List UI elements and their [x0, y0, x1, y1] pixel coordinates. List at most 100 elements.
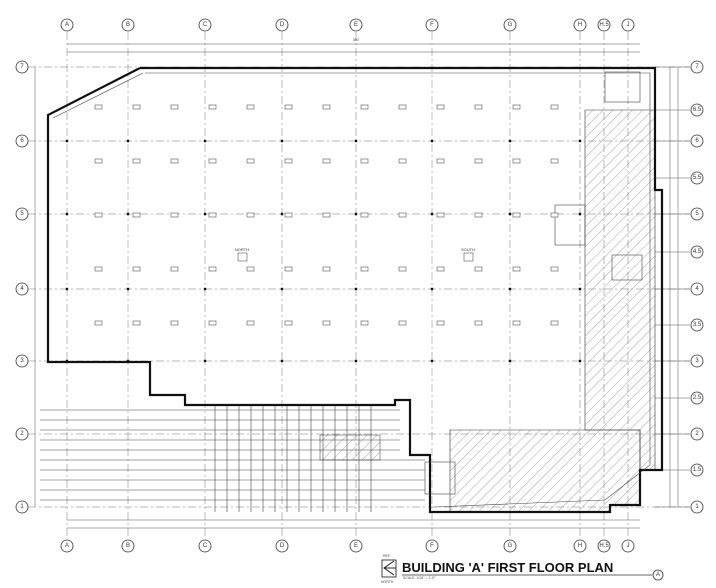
light-fixture-icon	[170, 104, 179, 110]
column-bubble-bottom-label: H.5	[599, 543, 609, 549]
column-bubble-bottom-label: B	[126, 543, 130, 549]
column-bubble-top: C	[198, 18, 212, 32]
structural-column	[203, 212, 207, 216]
column-bubble-top: B	[121, 18, 135, 32]
column-bubble-bottom-label: C	[203, 543, 208, 549]
row-bubble-left: 4	[15, 282, 29, 296]
room-label-north: NORTH	[235, 247, 249, 252]
structural-column	[203, 287, 207, 291]
light-fixture-icon	[208, 158, 217, 164]
column-bubble-bottom-label: G	[508, 543, 513, 549]
light-fixture-icon	[360, 212, 369, 218]
light-fixture-icon	[132, 158, 141, 164]
column-bubble-top-label: D	[280, 22, 285, 28]
light-fixture-icon	[246, 104, 255, 110]
structural-column	[126, 287, 130, 291]
structural-column	[203, 359, 207, 363]
light-fixture-icon	[474, 158, 483, 164]
light-fixture-icon	[360, 158, 369, 164]
dimension-lines: 360'	[34, 38, 679, 529]
structural-column	[65, 287, 69, 291]
light-fixture-icon	[474, 212, 483, 218]
light-fixture-icon	[170, 320, 179, 326]
structural-column	[578, 287, 582, 291]
column-bubble-top-label: H	[578, 22, 582, 28]
row-bubble-right-label: 2.5	[693, 395, 702, 401]
light-fixture-icon	[208, 104, 217, 110]
room-labels: NORTH SOUTH	[235, 247, 475, 262]
light-fixture-icon	[550, 212, 559, 218]
drawing-title: BUILDING 'A' FIRST FLOOR PLAN	[402, 560, 613, 575]
light-fixture-icon	[550, 266, 559, 272]
light-fixture-icon	[550, 320, 559, 326]
light-fixture-icon	[322, 158, 331, 164]
column-bubble-bottom: C	[198, 539, 212, 553]
drawing-scale: SCALE: 1/16" = 1'-0"	[403, 576, 436, 580]
column-bubble-bottom-label: J	[627, 543, 630, 549]
light-fixture-icon	[512, 158, 521, 164]
light-fixture-icon	[94, 266, 103, 272]
row-bubble-right: 6	[690, 134, 704, 148]
light-fixture-icon	[132, 320, 141, 326]
light-fixture-icon	[360, 266, 369, 272]
row-bubble-left: 1	[15, 500, 29, 514]
column-bubble-bottom: A	[60, 539, 74, 553]
light-fixture-icon	[132, 266, 141, 272]
row-bubble-right: 1	[690, 500, 704, 514]
row-bubble-right: 2.5	[690, 391, 704, 405]
row-bubble-right-label: 7	[695, 64, 699, 70]
light-fixture-icon	[512, 212, 521, 218]
structural-column	[578, 139, 582, 143]
structural-column	[354, 287, 358, 291]
light-fixture-icon	[132, 212, 141, 218]
column-bubble-top: H.5	[597, 18, 611, 32]
light-fixture-icon	[208, 320, 217, 326]
light-fixture-icon	[94, 158, 103, 164]
column-bubble-top: H	[573, 18, 587, 32]
column-bubble-top: A	[60, 18, 74, 32]
row-bubble-right-label: 5.5	[693, 175, 702, 181]
light-fixture-icon	[94, 212, 103, 218]
column-bubble-top-label: H.5	[599, 22, 609, 28]
light-fixture-icon	[94, 320, 103, 326]
light-fixture-icon	[398, 212, 407, 218]
row-bubble-right-label: 3.5	[693, 322, 702, 328]
light-fixture-icon	[94, 104, 103, 110]
row-bubble-left: 2	[15, 427, 29, 441]
light-fixture-icon	[474, 266, 483, 272]
light-fixture-icon	[436, 212, 445, 218]
north-ref-label: REF.	[383, 554, 391, 558]
north-label: NORTH	[381, 580, 394, 584]
row-bubble-right: 4	[690, 282, 704, 296]
light-fixture-icon	[474, 320, 483, 326]
row-bubble-left: 7	[15, 60, 29, 74]
row-bubble-right: 6.5	[690, 103, 704, 117]
light-fixture-icon	[398, 320, 407, 326]
row-bubble-right: 1.5	[690, 463, 704, 477]
column-bubble-bottom: G	[503, 539, 517, 553]
column-bubble-top: G	[503, 18, 517, 32]
light-fixture-icon	[246, 158, 255, 164]
structural-column	[508, 139, 512, 143]
overall-dimension: 360'	[353, 38, 360, 42]
light-fixture-icon	[170, 266, 179, 272]
row-bubble-left-label: 1	[20, 504, 24, 510]
row-bubble-left: 5	[15, 207, 29, 221]
light-fixture-icon	[550, 104, 559, 110]
light-fixture-icon	[512, 320, 521, 326]
structural-column	[65, 359, 69, 363]
light-fixture-icon	[322, 266, 331, 272]
column-bubble-bottom-label: E	[354, 543, 358, 549]
column-bubble-top-label: F	[430, 22, 434, 28]
light-fixture-icon	[398, 158, 407, 164]
column-bubble-top-label: G	[508, 22, 513, 28]
structural-column	[430, 212, 434, 216]
light-fixture-icon	[246, 212, 255, 218]
column-bubble-bottom-label: F	[430, 543, 434, 549]
row-bubble-right-label: 3	[695, 358, 699, 364]
structural-column	[280, 139, 284, 143]
light-fixture-icon	[512, 266, 521, 272]
structural-column	[508, 212, 512, 216]
column-bubble-bottom: B	[121, 539, 135, 553]
row-bubble-right: 2	[690, 427, 704, 441]
